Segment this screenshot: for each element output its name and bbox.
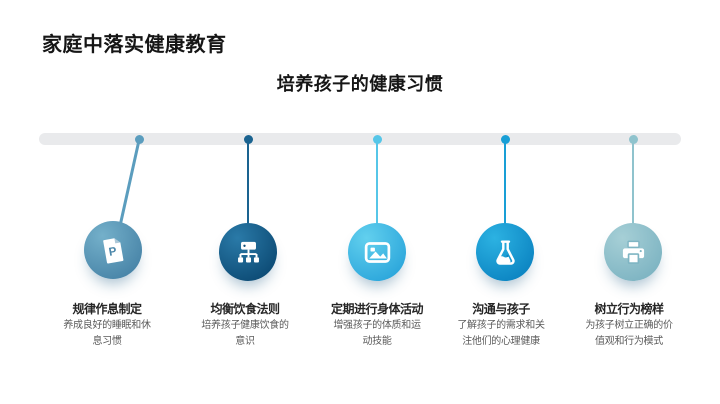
item-icon-circle: P bbox=[84, 221, 142, 279]
item-title: 树立行为榜样 bbox=[594, 302, 664, 316]
item-icon-circle bbox=[219, 223, 277, 281]
item-description: 了解孩子的需求和关注他们的心理健康 bbox=[457, 320, 545, 347]
page-title: 家庭中落实健康教育 bbox=[42, 34, 227, 56]
page-subtitle: 培养孩子的健康习惯 bbox=[276, 74, 444, 94]
pendulum-string bbox=[375, 139, 379, 224]
picture-icon bbox=[364, 241, 390, 263]
pendulum-string bbox=[503, 139, 507, 224]
item-description: 培养孩子健康饮食的意识 bbox=[201, 320, 289, 347]
item-title: 定期进行身体活动 bbox=[330, 302, 424, 316]
flask-icon bbox=[495, 239, 515, 265]
item-description: 为孩子树立正确的价值观和行为模式 bbox=[585, 320, 673, 347]
item-title: 均衡饮食法则 bbox=[210, 302, 280, 316]
item-icon-circle bbox=[604, 223, 662, 281]
item-icon-circle bbox=[476, 223, 534, 281]
document-p-icon: P bbox=[102, 237, 123, 264]
svg-text:P: P bbox=[107, 244, 117, 258]
printer-icon bbox=[622, 240, 644, 264]
pendulum-string bbox=[246, 139, 250, 224]
org-chart-icon bbox=[237, 241, 259, 262]
pendulum-string bbox=[118, 137, 141, 225]
item-description: 增强孩子的体质和运动技能 bbox=[333, 320, 421, 347]
item-description: 养成良好的睡眠和休息习惯 bbox=[63, 320, 151, 347]
item-title: 沟通与孩子 bbox=[472, 302, 530, 316]
pendulum-string bbox=[631, 139, 635, 224]
item-title: 规律作息制定 bbox=[72, 302, 142, 316]
item-icon-circle bbox=[348, 223, 406, 281]
timeline-bar bbox=[39, 133, 681, 145]
